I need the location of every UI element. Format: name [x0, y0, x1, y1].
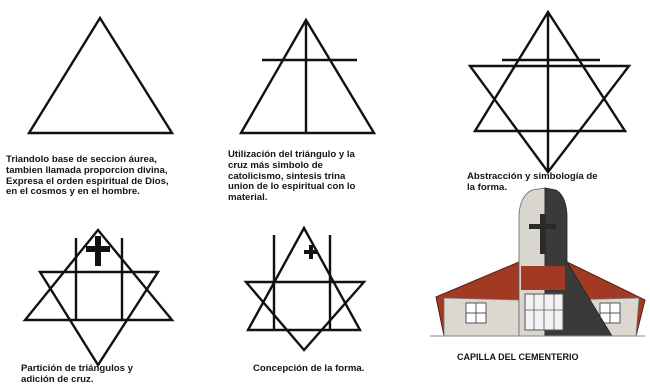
caption-line: Expresa el orden espiritual de Dios, — [6, 175, 169, 187]
caption-line: catolicismo, sintesis trina — [228, 170, 346, 182]
downward-triangle — [467, 64, 632, 175]
base-triangle — [26, 15, 175, 135]
small-cross-icon — [304, 245, 318, 259]
caption-chapel: CAPILLA DEL CEMENTERIO — [457, 352, 579, 363]
caption-line: material. — [228, 192, 268, 204]
triangle — [238, 17, 377, 135]
caption-triangle-cross: Utilización del triángulo y la cruz más … — [228, 149, 356, 204]
caption-line: Abstracción y simbología de — [467, 171, 598, 182]
caption-partition: Partición de triángulos y adición de cru… — [21, 363, 133, 386]
chapel-illustration — [430, 187, 646, 337]
caption-golden-triangle: Triandolo base de seccion áurea, tambien… — [6, 154, 169, 198]
caption-line: en el cosmos y en el hombre. — [6, 186, 140, 198]
form-figure — [243, 225, 367, 352]
downward-triangle — [243, 280, 367, 352]
upward-triangle — [245, 225, 363, 332]
caption-line: cruz más simbolo de — [228, 159, 323, 171]
partition-figure — [22, 228, 175, 368]
caption-line: Utilización del triángulo y la — [228, 149, 355, 160]
downward-triangle — [37, 270, 161, 368]
triangle-cross-figure — [238, 17, 377, 135]
cross-icon — [86, 236, 110, 266]
caption-line: tambien llamada proporcion divina, — [6, 164, 168, 176]
caption-line: union de lo espiritual con lo — [228, 181, 356, 193]
caption-line: Concepción de la forma. — [253, 363, 365, 374]
triangle-figure — [26, 15, 175, 135]
caption-conception: Concepción de la forma. — [253, 363, 365, 375]
upward-triangle — [472, 9, 628, 133]
caption-abstraction: Abstracción y simbología de la forma. — [467, 171, 598, 194]
caption-line: adición de cruz. — [21, 373, 94, 385]
upward-triangle — [22, 228, 175, 322]
caption-line: Partición de triángulos y — [21, 363, 133, 374]
caption-line: CAPILLA DEL CEMENTERIO — [457, 352, 579, 362]
caption-line: la forma. — [467, 181, 507, 193]
caption-line: Triandolo base de seccion áurea, — [6, 154, 157, 165]
star-cross-figure — [467, 9, 632, 175]
